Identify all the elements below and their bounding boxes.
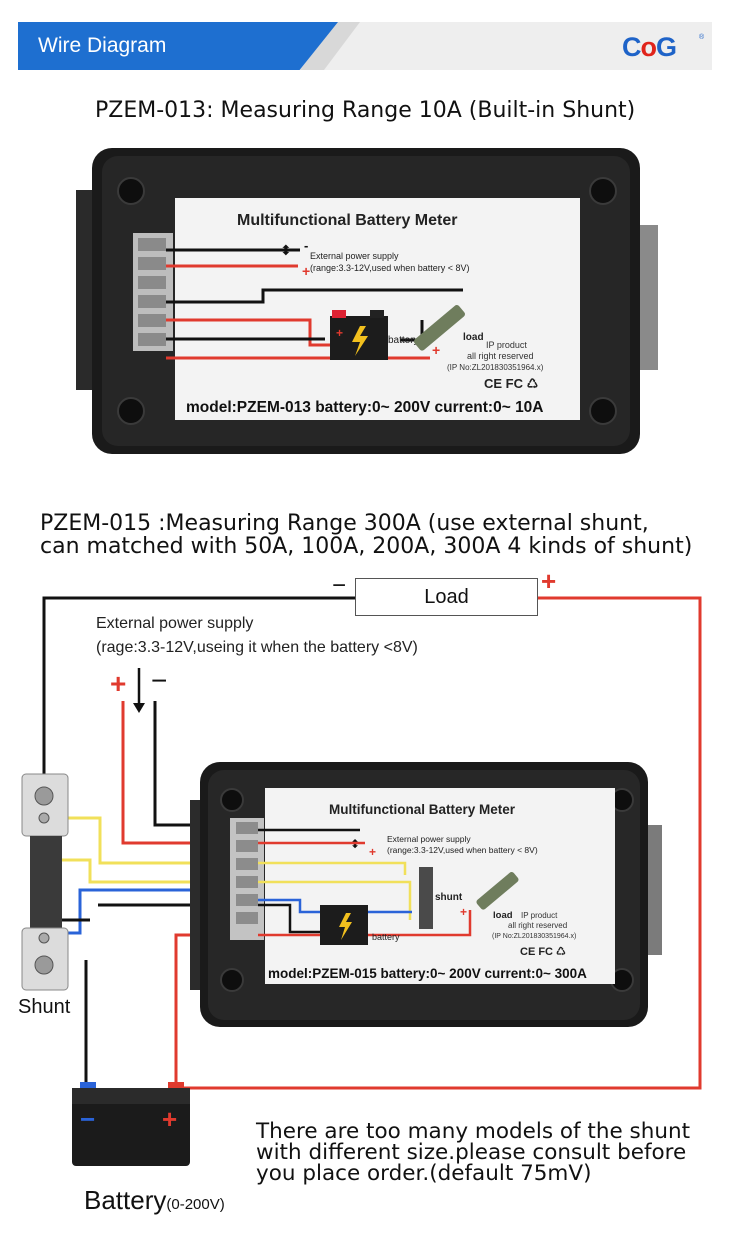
load-label: load [463, 332, 484, 343]
ext-minus: − [151, 665, 167, 696]
label-sticker-2 [265, 788, 615, 984]
screw-icon [117, 397, 145, 425]
screw-icon [220, 968, 244, 992]
screw-icon [117, 177, 145, 205]
screw-icon [220, 788, 244, 812]
shunt-label-2: shunt [435, 892, 463, 903]
ext-plus: + [110, 668, 126, 699]
label-title-2: Multifunctional Battery Meter [329, 802, 516, 817]
label-sticker [175, 198, 580, 420]
model2-caption-line1: PZEM-015 :Measuring Range 300A (use exte… [40, 511, 649, 536]
model-line: model:PZEM-013 battery:0~ 200V current:0… [186, 399, 544, 416]
model1-caption: PZEM-013: Measuring Range 10A (Built-in … [95, 98, 636, 123]
model-line-2: model:PZEM-015 battery:0~ 200V current:0… [268, 966, 587, 981]
ip2-line3: (IP No:ZL201830351964.x) [492, 933, 576, 940]
svg-text:+: + [432, 342, 440, 358]
battery-label: battery [388, 335, 419, 346]
shunt-icon [21, 773, 69, 991]
terminal-block [133, 233, 173, 351]
cert-marks-2: CE FC ♺ [520, 946, 566, 958]
ext-range-label-2: (range:3.3-12V,used when battery < 8V) [387, 845, 538, 855]
ext-range-text: (rage:3.3-12V,useing it when the battery… [96, 639, 418, 656]
ip2-line2: all right reserved [508, 921, 567, 930]
left-bracket [76, 190, 96, 390]
wiring-diagram: − + + − Multifunctional Battery Meter ⬍ … [21, 566, 702, 1166]
screw-icon [589, 177, 617, 205]
logo-g: G [656, 32, 677, 62]
load-box-label: Load [424, 586, 469, 608]
svg-text:+: + [302, 263, 310, 279]
shunt-note: There are too many models of the shunt w… [256, 1119, 736, 1186]
battery-range-text: (0-200V) [166, 1196, 225, 1213]
ip2-line1: IP product [521, 911, 558, 920]
ext-supply-label-2: External power supply [387, 834, 471, 844]
brand-logo: CoG [622, 32, 677, 63]
logo-registered-mark: ® [699, 34, 705, 41]
battery-minus: − [80, 1104, 95, 1134]
battery-label-2: battery [372, 932, 400, 942]
header-title: Wire Diagram [38, 34, 167, 57]
arrow-down-icon [133, 703, 145, 713]
battery-icon [72, 1082, 190, 1166]
ext-supply-text: External power supply [96, 615, 254, 632]
load-label-2: load [493, 910, 513, 921]
svg-text:-: - [304, 238, 308, 253]
load-resistor-icon [476, 872, 519, 910]
load-resistor-icon [413, 305, 465, 351]
model2-caption-line2: can matched with 50A, 100A, 200A, 300A 4… [40, 534, 693, 559]
ip-line3: (IP No:ZL201830351964.x) [447, 363, 544, 372]
svg-text:+: + [369, 845, 376, 859]
screw-icon [589, 397, 617, 425]
shunt-mini-icon [419, 867, 433, 929]
note-line2: with different size.please consult befor… [256, 1140, 687, 1165]
note-line3: you place order.(default 75mV) [256, 1161, 592, 1186]
shunt-caption: Shunt [18, 996, 71, 1018]
ext-range-label: (range:3.3-12V,used when battery < 8V) [310, 263, 470, 273]
header-tab [18, 22, 338, 70]
label-title: Multifunctional Battery Meter [237, 212, 457, 229]
cert-marks: CE FC ♺ [484, 376, 538, 391]
battery-caption-text: Battery [84, 1185, 167, 1215]
device-pzem-013: Multifunctional Battery Meter ⬍ - + Exte… [76, 148, 658, 454]
ip-line2: all right reserved [467, 351, 534, 361]
ip-line1: IP product [486, 340, 527, 350]
logo-c: C [622, 32, 641, 62]
battery-caption: Battery(0-200V) [84, 1185, 225, 1216]
load-box [355, 578, 538, 616]
svg-text:+: + [336, 326, 343, 340]
load-plus: + [541, 566, 556, 596]
ext-supply-label: External power supply [310, 251, 399, 261]
load-minus: − [332, 572, 346, 599]
svg-text:+: + [460, 905, 467, 919]
logo-o: o [640, 32, 657, 62]
battery-plus: + [162, 1104, 177, 1134]
note-line1: There are too many models of the shunt [256, 1119, 691, 1144]
